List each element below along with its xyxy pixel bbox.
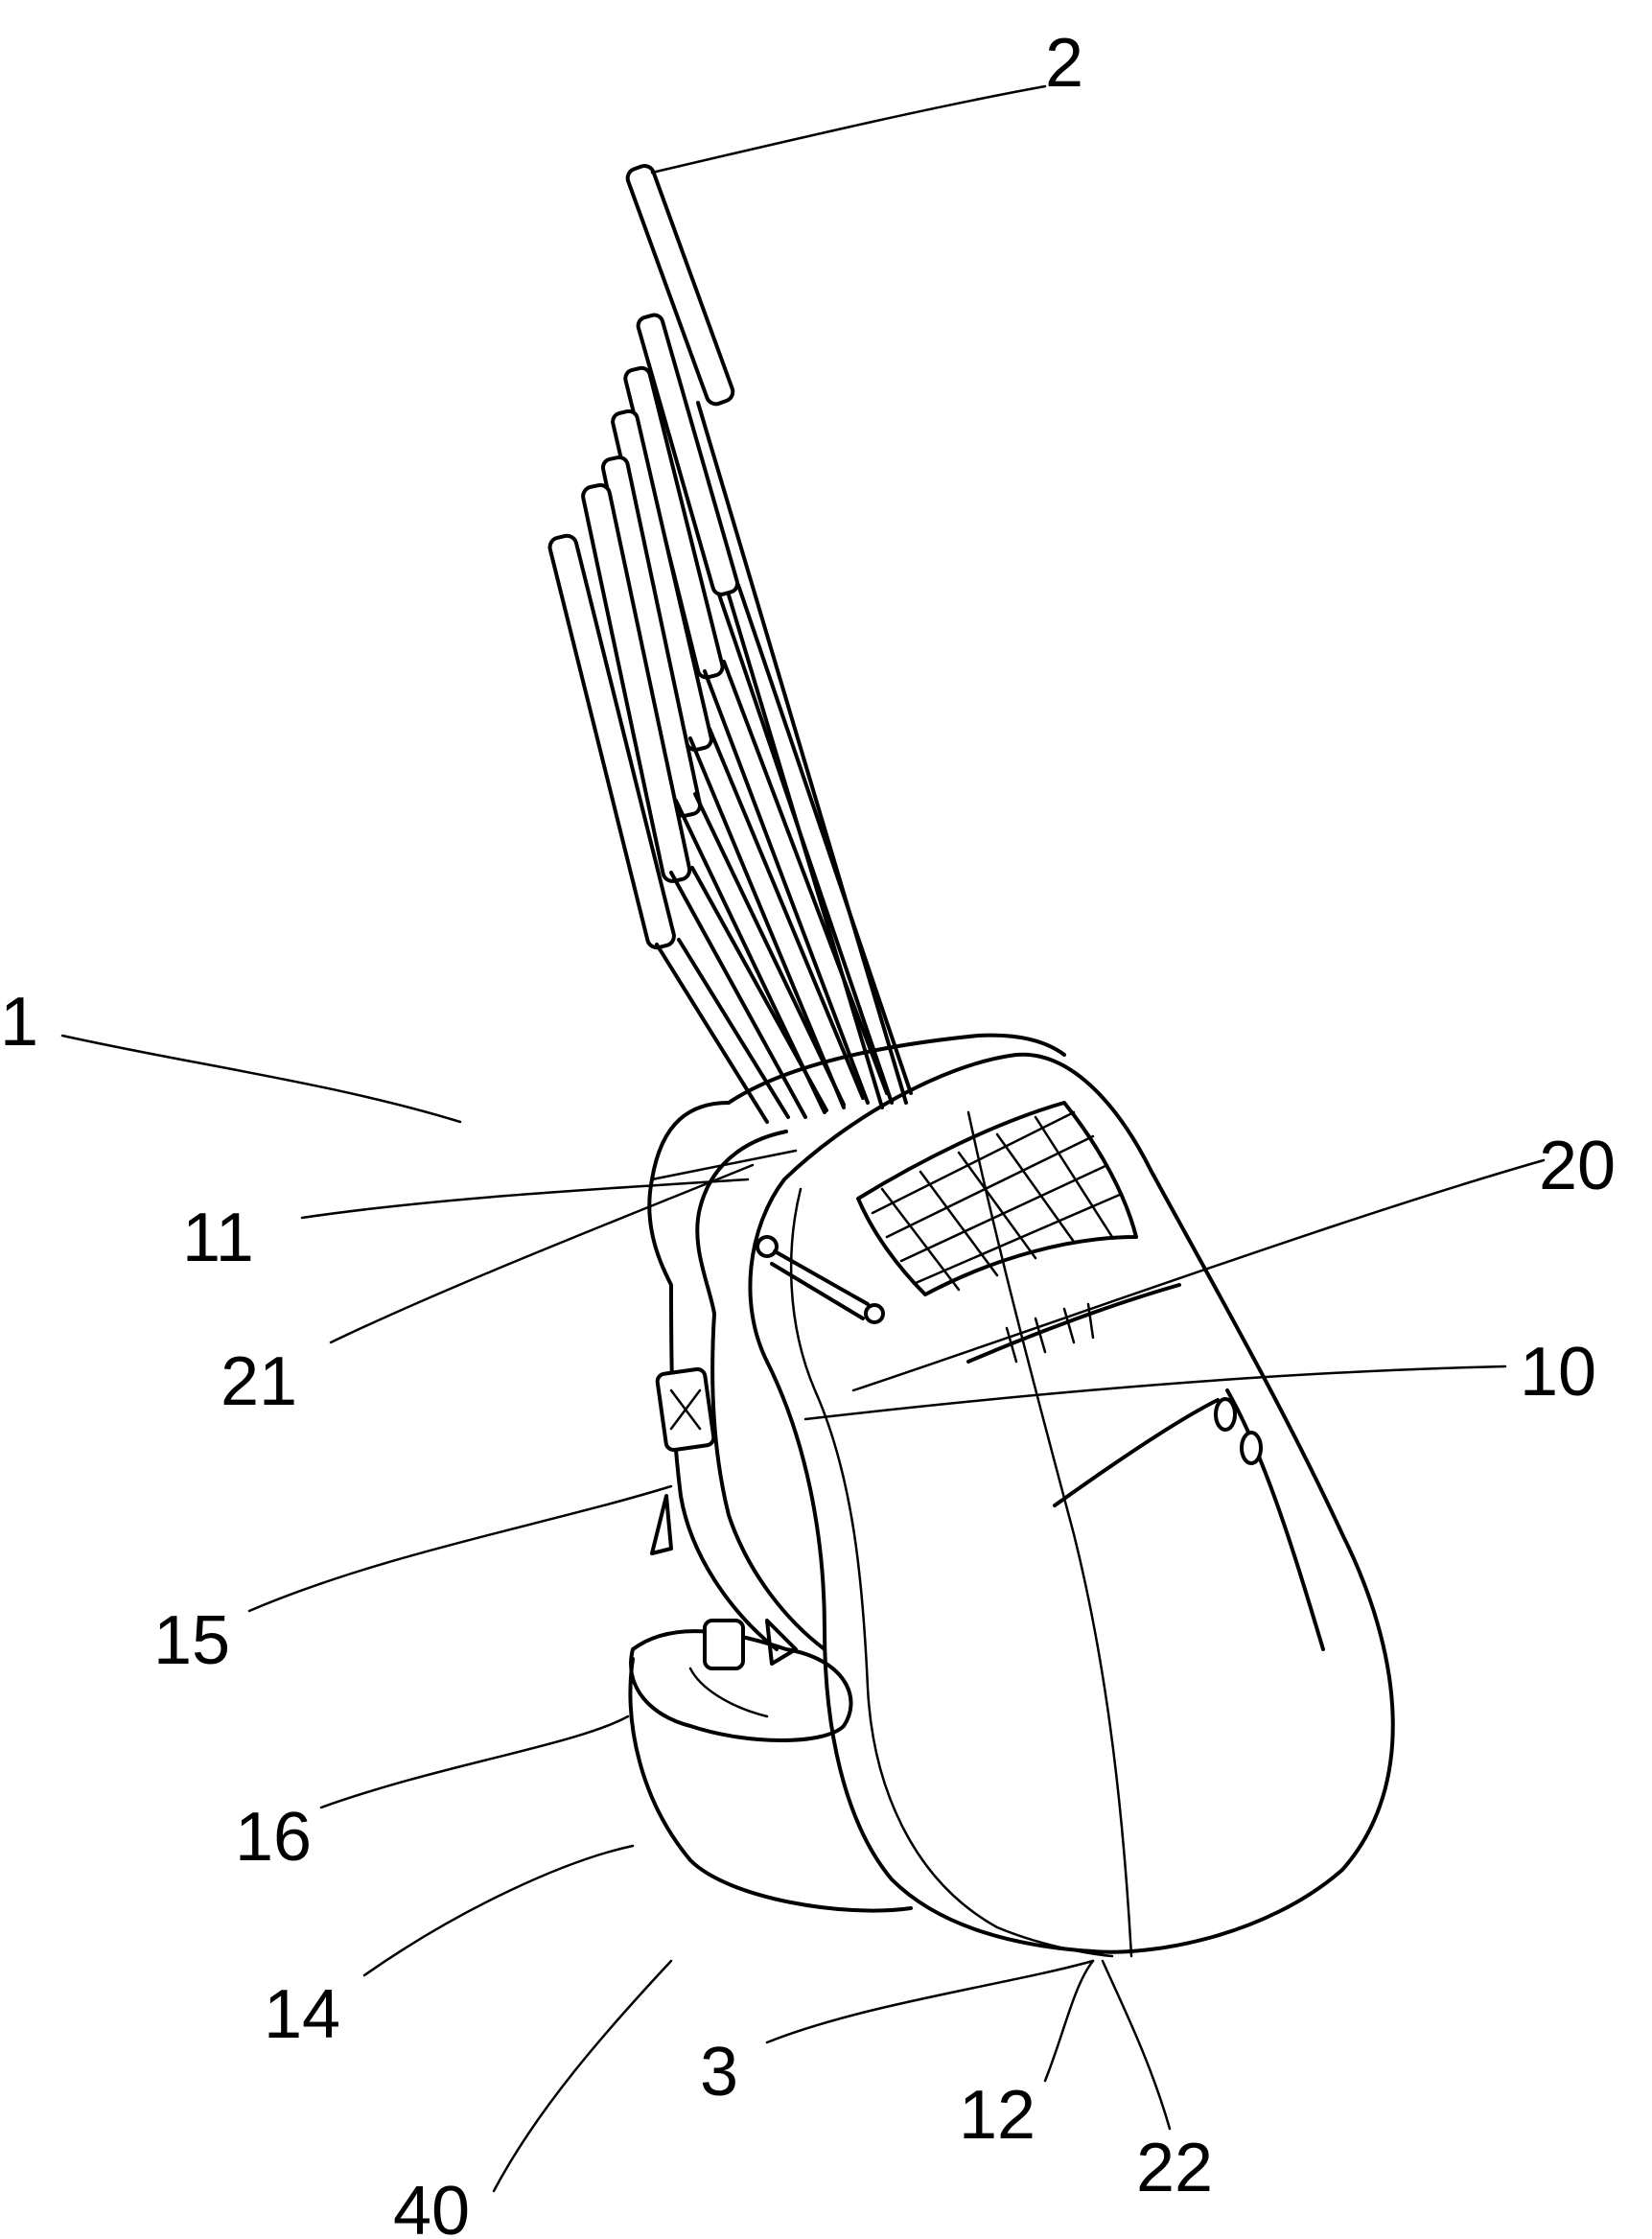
numeral-15: 15 [153, 1602, 230, 1679]
club-shaft-2 [636, 313, 913, 1105]
mesh-pocket [856, 1101, 1138, 1296]
bag-top-rim [727, 1033, 1066, 1105]
numeral-40: 40 [393, 2173, 470, 2239]
bag-center-seam [966, 1110, 1133, 1958]
numeral-3: 3 [700, 2034, 738, 2111]
zipper-pull [756, 1235, 885, 1324]
numeral-20: 20 [1539, 1128, 1616, 1204]
golf-clubs [547, 164, 913, 1124]
numeral-10: 10 [1520, 1334, 1596, 1411]
leader-lines [60, 84, 1546, 2193]
reference-numerals: 2 1 11 21 20 10 15 16 14 3 12 22 40 [0, 25, 1616, 2239]
bag-piping [789, 1187, 1114, 1958]
numeral-1: 1 [0, 984, 38, 1061]
bag-base-stand [628, 1619, 913, 1913]
golf-bag [727, 1033, 1395, 1958]
strap-buckle [655, 1366, 716, 1453]
numeral-16: 16 [235, 1799, 312, 1876]
bag-body-outline [748, 1052, 1395, 1954]
club-shaft-4 [611, 408, 865, 1109]
numeral-22: 22 [1136, 2130, 1213, 2206]
zipper-pocket [966, 1283, 1325, 1651]
numeral-14: 14 [264, 1976, 340, 2053]
numeral-2: 2 [1045, 25, 1083, 102]
numeral-12: 12 [959, 2077, 1035, 2154]
numeral-21: 21 [221, 1343, 297, 1420]
club-shaft-7 [547, 533, 790, 1124]
numeral-11: 11 [182, 1200, 254, 1276]
